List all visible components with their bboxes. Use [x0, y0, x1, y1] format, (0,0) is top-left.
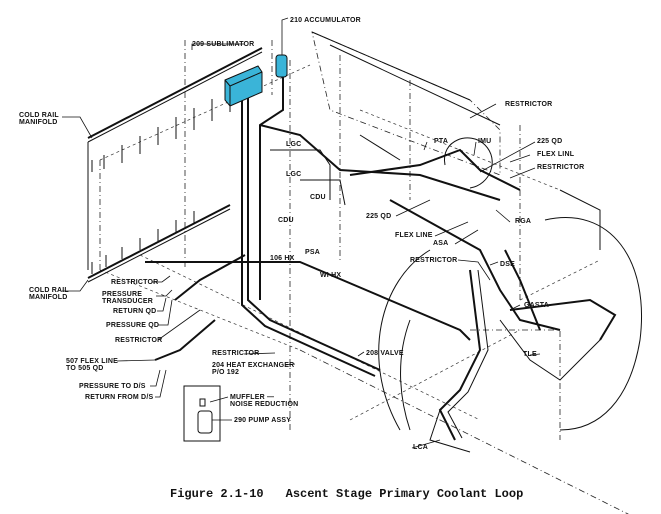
label-psa: PSA [305, 249, 320, 256]
figure-number: Figure 2.1-10 [170, 487, 264, 501]
cabin-structure [99, 31, 642, 514]
label-restrictor-lower-left: RESTRICTOR [115, 337, 163, 344]
label-imu: IMU [478, 138, 492, 145]
label-restrictor-top-right: RESTRICTOR [505, 101, 553, 108]
label-restrictor-left: RESTRICTOR [111, 279, 159, 286]
label-flex-line-mid: FLEX LINE [395, 232, 433, 239]
label-asa: ASA [433, 240, 449, 247]
label-tle: TLE [523, 351, 537, 358]
label-flex-line-right: FLEX LINL [537, 151, 575, 158]
label-return-from-ds: RETURN FROM D/S [85, 394, 154, 401]
label-rga: RGA [515, 218, 532, 225]
label-restrictor-mid: RESTRICTOR [410, 257, 458, 264]
figure-title: Ascent Stage Primary Coolant Loop [285, 487, 524, 501]
label-pressure-qd: PRESSURE QD [106, 322, 160, 329]
label-restrictor-center: RESTRICTOR [212, 350, 260, 357]
label-pressure-to-ds: PRESSURE TO D/S [79, 383, 146, 390]
label-cdu-1: CDU [310, 194, 326, 201]
label-lgc-2: LGC [286, 171, 302, 178]
label-lca: LCA [413, 444, 428, 451]
label-208-valve: 208 VALVE [366, 350, 404, 357]
label-gasta: GASTA [524, 302, 549, 309]
label-sublimator: 209 SUBLIMATOR [192, 41, 255, 48]
coolant-lines [145, 68, 617, 453]
label-290-pump-assy: 290 PUMP ASSY [234, 417, 292, 424]
label-225-qd-right: 225 QD [537, 138, 563, 145]
pump-assembly [183, 385, 221, 442]
label-restrictor-right: RESTRICTOR [537, 164, 585, 171]
label-106-hx: 106 HX [270, 255, 295, 262]
label-dse: DSE [500, 261, 515, 268]
label-muffler: MUFFLER — NOISE REDUCTION [230, 394, 299, 408]
label-return-qd: RETURN QD [113, 308, 157, 315]
leader-lines [62, 43, 541, 449]
label-pta: PTA [434, 138, 449, 145]
label-204-heat-exchanger: 204 HEAT EXCHANGER P/O 192 [212, 362, 295, 376]
label-507-flex-line: 507 FLEX LINE TO 505 QD [66, 358, 119, 372]
label-wi-hx: WI HX [320, 272, 342, 279]
label-pressure-transducer: PRESSURE TRANSDUCER [102, 291, 153, 305]
label-cold-rail-manifold-bottom: COLD RAIL MANIFOLD [29, 287, 69, 301]
label-225-qd-mid: 225 QD [366, 213, 392, 220]
sublimator-209 [224, 65, 263, 107]
label-cdu-2: CDU [278, 217, 294, 224]
label-lgc-1: LGC [286, 141, 302, 148]
accumulator-210 [275, 17, 289, 78]
cold-rail-manifold [87, 47, 263, 283]
label-accumulator: 210 ACCUMULATOR [290, 17, 361, 24]
label-cold-rail-manifold-top: COLD RAIL MANIFOLD [19, 112, 59, 126]
figure-caption: Figure 2.1-10 Ascent Stage Primary Coolan… [170, 487, 545, 501]
